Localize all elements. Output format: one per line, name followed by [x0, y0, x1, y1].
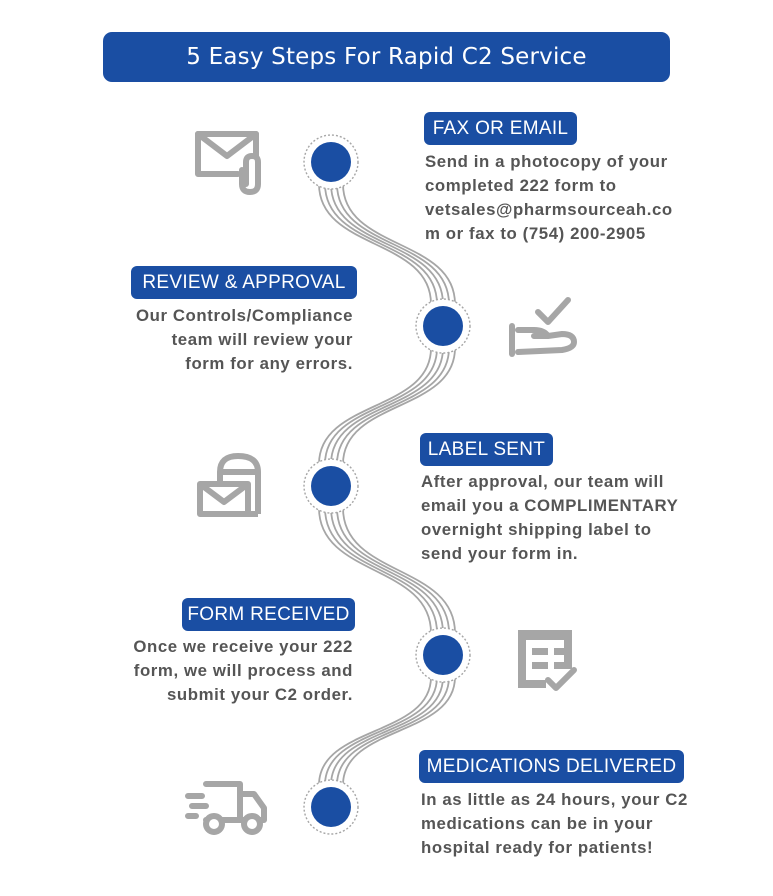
step-node-1: [311, 142, 351, 182]
path-line: [318, 347, 432, 465]
path-line: [336, 507, 450, 634]
path-line: [318, 183, 432, 305]
path-line: [342, 676, 456, 786]
step-4-label: FORM RECEIVED: [182, 598, 355, 631]
step-5-label: MEDICATIONS DELIVERED: [419, 750, 684, 783]
step-node-4: [423, 635, 463, 675]
step-1-description: Send in a photocopy of your completed 22…: [425, 152, 673, 243]
step-node-2: [423, 306, 463, 346]
path-line: [324, 183, 438, 305]
step-node-5: [311, 787, 351, 827]
path-line: [342, 347, 456, 465]
path-line: [336, 183, 450, 305]
path-line: [336, 676, 450, 786]
step-3-description: After approval, our team will email you …: [421, 472, 679, 563]
path-line: [324, 676, 438, 786]
step-3-label: LABEL SENT: [420, 433, 553, 466]
path-line: [342, 507, 456, 634]
hand-check-icon: [509, 297, 577, 357]
path-line: [336, 347, 450, 465]
step-5-description: In as little as 24 hours, your C2 medica…: [421, 790, 688, 857]
path-line: [342, 183, 456, 305]
path-line: [324, 507, 438, 634]
step-2-label: REVIEW & APPROVAL: [131, 266, 357, 299]
path-line: [330, 183, 444, 305]
step-2-description: Our Controls/Compliance team will review…: [135, 306, 353, 373]
delivery-truck-icon: [185, 781, 267, 835]
path-line: [330, 347, 444, 465]
mailbox-icon: [197, 453, 261, 517]
step-node-3: [311, 466, 351, 506]
path-line: [330, 676, 444, 786]
step-1-label: FAX OR EMAIL: [424, 112, 577, 145]
step-4-description: Once we receive your 222 form, we will p…: [133, 637, 353, 704]
path-line: [318, 676, 432, 786]
path-line: [318, 507, 432, 634]
page-title: 5 Easy Steps For Rapid C2 Service: [103, 32, 670, 82]
path-line: [330, 507, 444, 634]
form-check-icon: [518, 630, 577, 691]
path-line: [324, 347, 438, 465]
mail-attachment-icon: [195, 131, 261, 195]
